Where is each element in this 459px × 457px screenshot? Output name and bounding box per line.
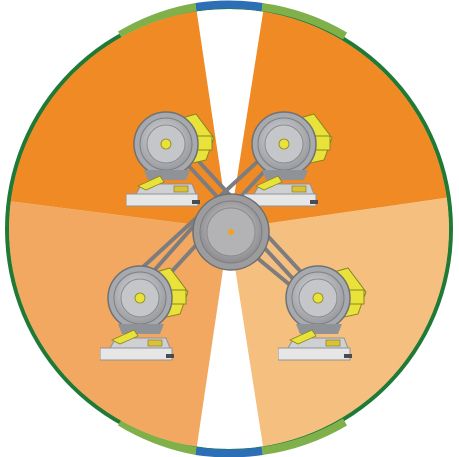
center-drive-pulley: [192, 193, 270, 271]
ring-blue-bottom: [195, 447, 263, 457]
ring-blue-top: [195, 0, 263, 11]
ring-highlight-bottom-right: [261, 418, 348, 455]
ring-highlight-top-left: [117, 3, 197, 39]
ring-highlight-top-right: [261, 3, 348, 40]
ring-highlight-bottom-left: [117, 418, 197, 455]
pulley-hub-icon: [228, 229, 234, 235]
